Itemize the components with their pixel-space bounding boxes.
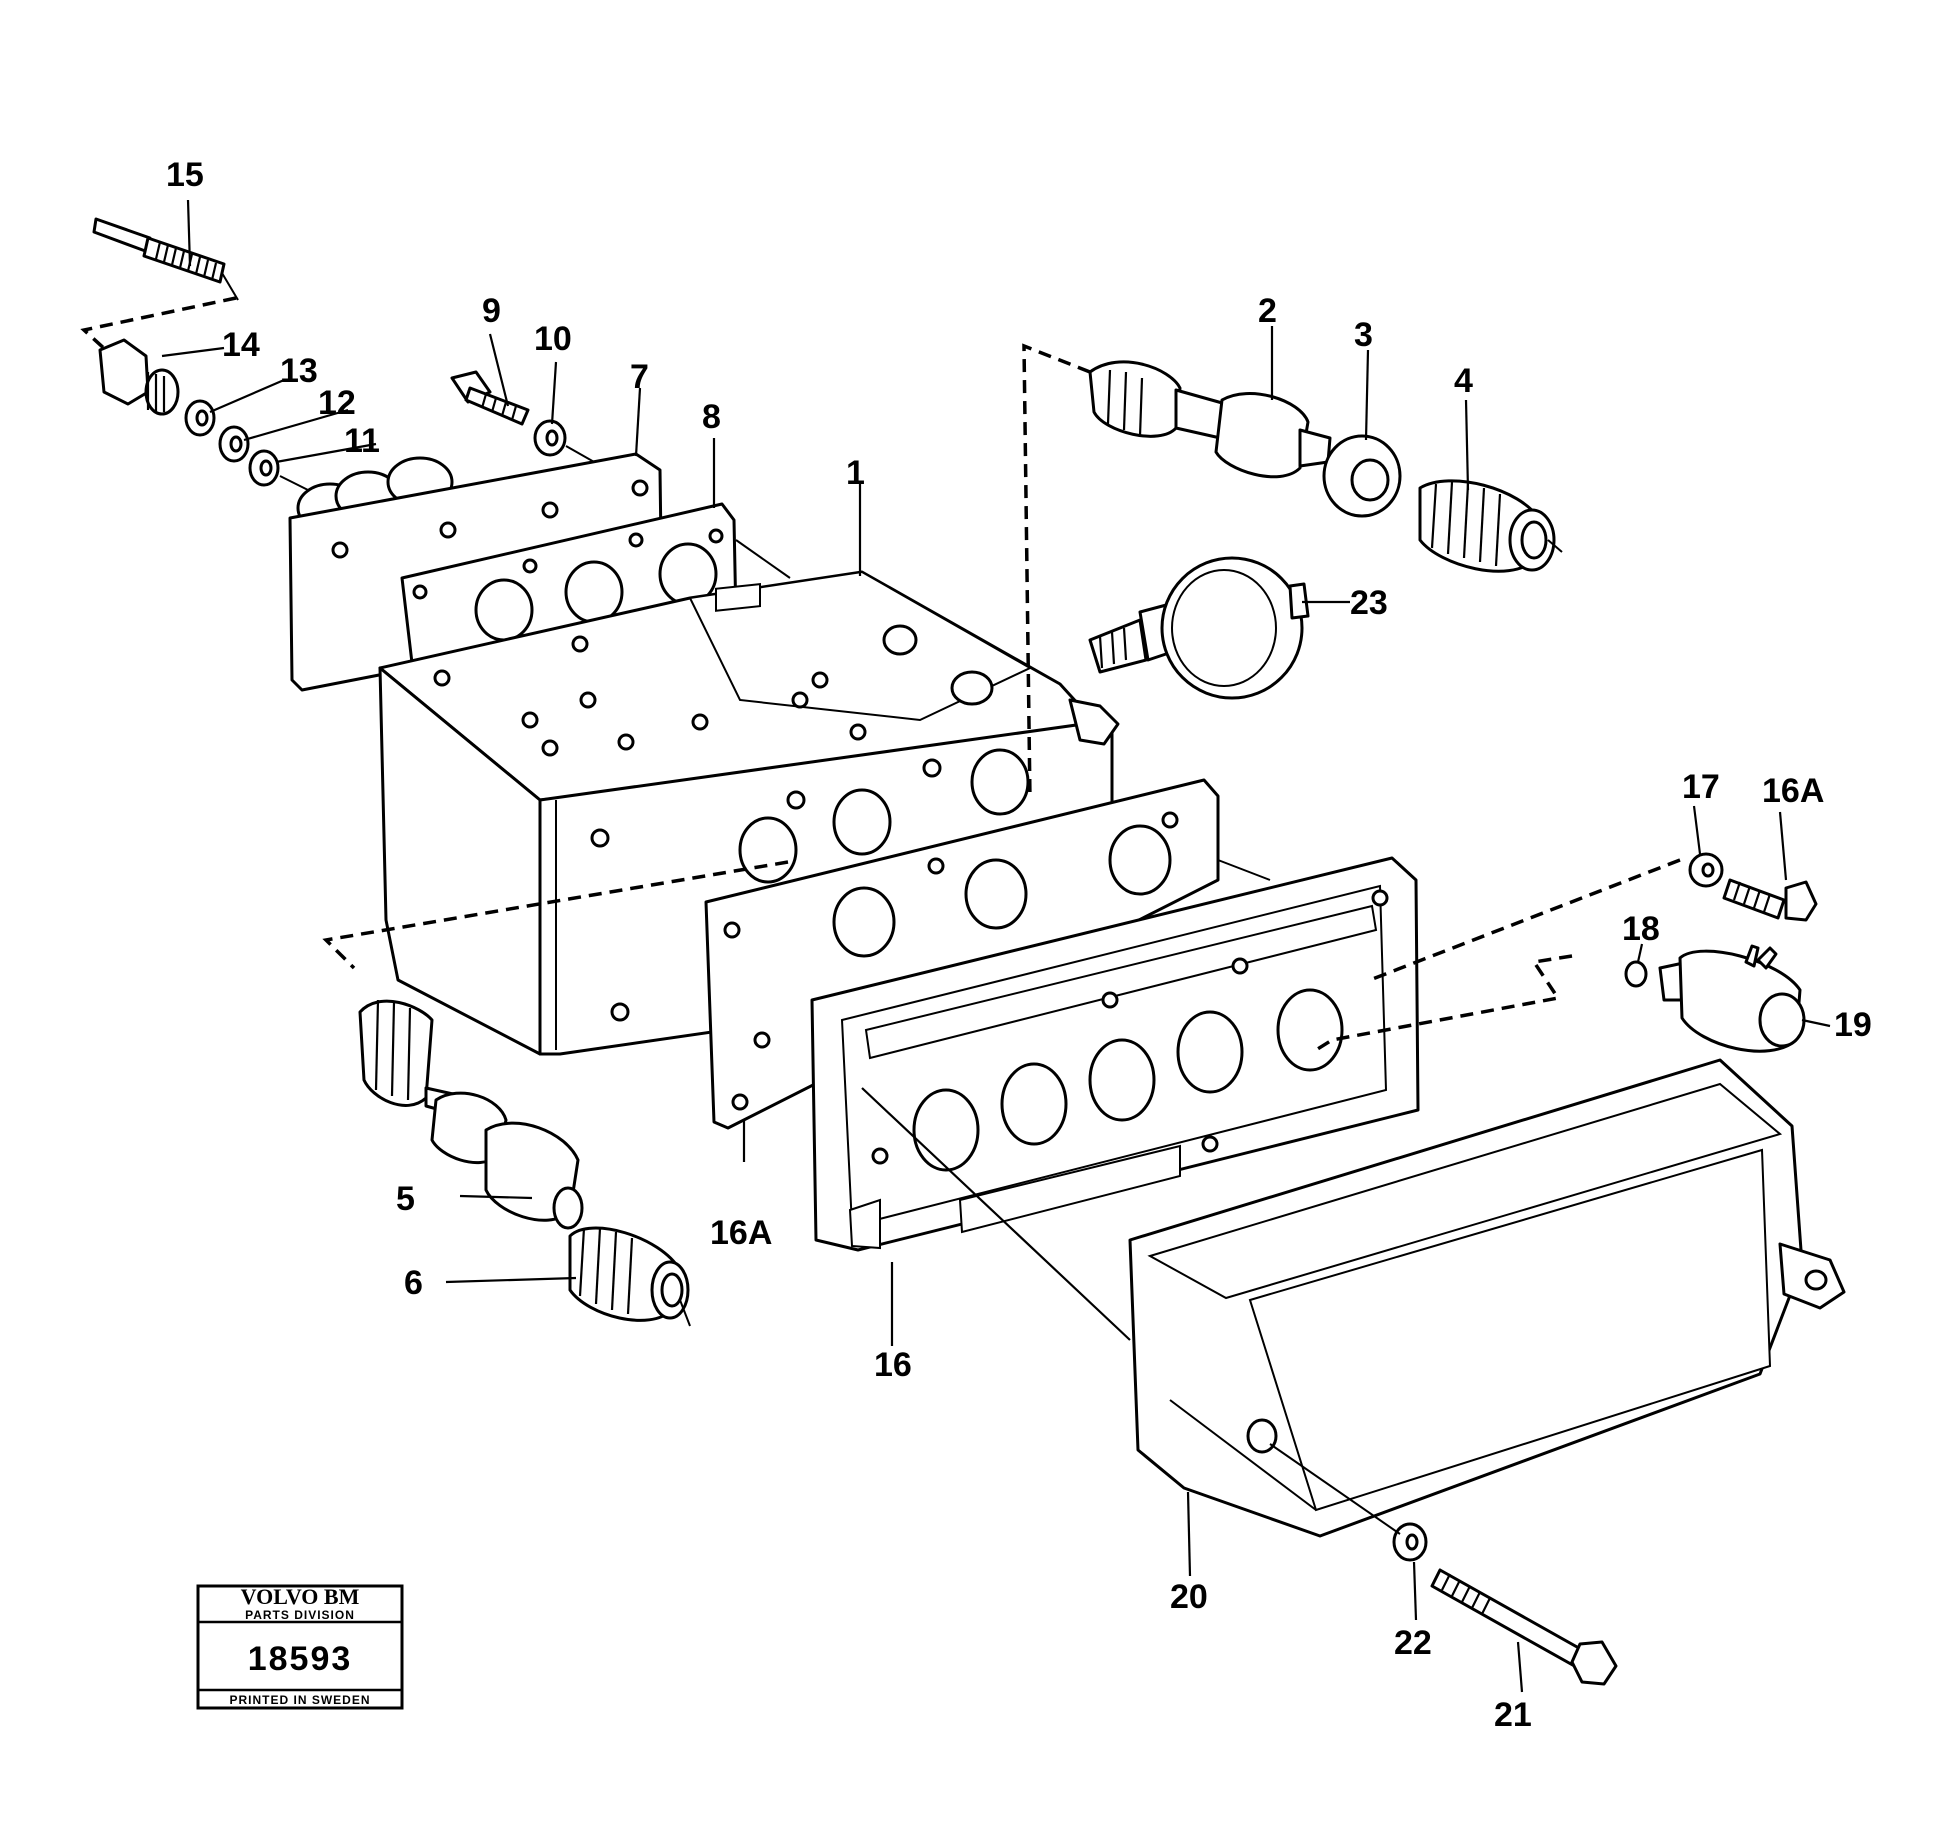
stamp-brand: VOLVO BM (241, 1584, 360, 1609)
callout-20: 19 (1834, 1006, 1872, 1044)
callout-14: 14 (222, 326, 260, 364)
callout-16a: 16A (710, 1214, 772, 1252)
callout-5: 5 (396, 1180, 415, 1218)
part-12-washer (218, 425, 250, 463)
callout-11: 11 (344, 422, 380, 460)
part-10-washer (533, 419, 567, 457)
part-5-spool (358, 999, 584, 1230)
callout-23: 22 (1394, 1624, 1432, 1662)
part-24-pressure-switch (1088, 556, 1310, 700)
part-22-long-bolt (1430, 1568, 1618, 1686)
parts-stamp: VOLVO BM PARTS DIVISION 18593 PRINTED IN… (196, 1584, 404, 1710)
callout-15: 15 (166, 156, 204, 194)
part-19-seal (1624, 960, 1648, 988)
callout-22: 21 (1494, 1696, 1532, 1734)
part-11-washer (248, 449, 280, 487)
callout-4: 4 (1454, 362, 1473, 400)
part-20-solenoid (1658, 944, 1806, 1053)
stamp-division: PARTS DIVISION (245, 1608, 355, 1622)
part-14-nut (98, 338, 180, 416)
part-6-spring (568, 1226, 690, 1322)
callout-19: 18 (1622, 910, 1660, 948)
part-21-housing-cover (1128, 1058, 1846, 1538)
stamp-printed: PRINTED IN SWEDEN (229, 1693, 370, 1707)
part-8-gasket (400, 502, 738, 682)
stamp-number: 18593 (248, 1640, 353, 1678)
callout-24: 23 (1350, 584, 1388, 622)
part-13-washer (184, 399, 216, 437)
callout-9: 9 (482, 292, 501, 330)
callout-6: 6 (404, 1264, 423, 1302)
part-15-threaded-rod (92, 217, 239, 301)
callout-21: 20 (1170, 1578, 1208, 1616)
callout-8: 8 (702, 398, 721, 436)
callout-17: 16A (1762, 772, 1824, 810)
part-18-washer (1688, 852, 1724, 888)
callout-7: 7 (630, 358, 649, 396)
callout-10: 10 (534, 320, 572, 358)
part-3-ring (1322, 434, 1402, 518)
callout-2: 2 (1258, 292, 1277, 330)
part-16-port-cover (810, 856, 1420, 1252)
callout-3: 3 (1354, 316, 1373, 354)
callout-13: 13 (280, 352, 318, 390)
part-4-spring (1418, 479, 1556, 573)
part-23-washer (1392, 1522, 1428, 1562)
part-9-bolt (450, 370, 530, 426)
callout-18: 17 (1682, 768, 1720, 806)
callout-12: 12 (318, 384, 356, 422)
leader-lines (161, 199, 1831, 1693)
callout-1: 1 (846, 454, 865, 492)
callout-16: 16 (874, 1346, 912, 1384)
callout-labels: 15 14 13 12 11 9 10 7 8 1 2 3 4 23 17 16… (166, 156, 1872, 1734)
part-17-bolt (1722, 878, 1818, 922)
part-2-spool (1088, 360, 1332, 479)
